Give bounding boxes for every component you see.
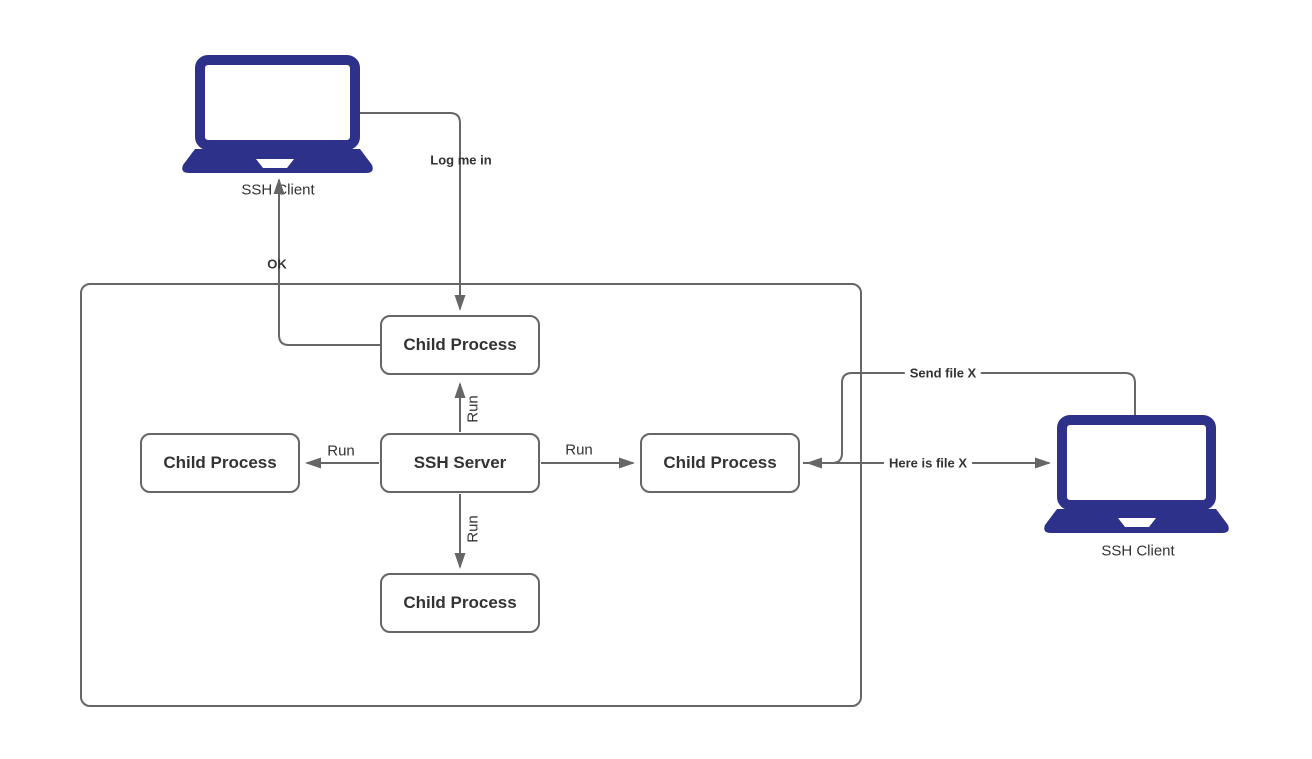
edge-send-file bbox=[806, 372, 1136, 469]
server-host-container bbox=[80, 283, 862, 707]
laptop-icon bbox=[182, 55, 373, 173]
node-label: Child Process bbox=[403, 593, 517, 612]
laptop-screen bbox=[195, 55, 360, 150]
edge-label-send-file: Send file X bbox=[904, 365, 982, 381]
edge-label-log-me-in: Log me in bbox=[430, 152, 492, 168]
node-label: SSH Server bbox=[413, 453, 507, 472]
edge-label-run-left: Run bbox=[327, 442, 355, 460]
node-child-process-bottom: Child Process bbox=[380, 573, 540, 633]
edge-label-run-right: Run bbox=[565, 441, 593, 459]
edge-label-run-up: Run bbox=[464, 395, 482, 423]
edge-label-here-is-file: Here is file X bbox=[883, 455, 973, 471]
laptop-icon bbox=[1044, 415, 1229, 533]
node-label: Child Process bbox=[663, 453, 777, 472]
edge-ok bbox=[273, 178, 380, 346]
node-label: Child Process bbox=[403, 335, 517, 354]
laptop-notch bbox=[1118, 518, 1156, 527]
laptop-notch bbox=[256, 159, 294, 168]
node-ssh-server: SSH Server bbox=[380, 433, 540, 493]
laptop-screen bbox=[1057, 415, 1216, 510]
edge-log-me-in bbox=[358, 112, 466, 311]
edge-label-ok: OK bbox=[267, 256, 287, 272]
node-child-process-top: Child Process bbox=[380, 315, 540, 375]
node-child-process-left: Child Process bbox=[140, 433, 300, 493]
node-label: Child Process bbox=[163, 453, 277, 472]
node-child-process-right: Child Process bbox=[640, 433, 800, 493]
node-label-ssh-client-right: SSH Client bbox=[1101, 542, 1175, 560]
edge-label-run-down: Run bbox=[464, 515, 482, 543]
